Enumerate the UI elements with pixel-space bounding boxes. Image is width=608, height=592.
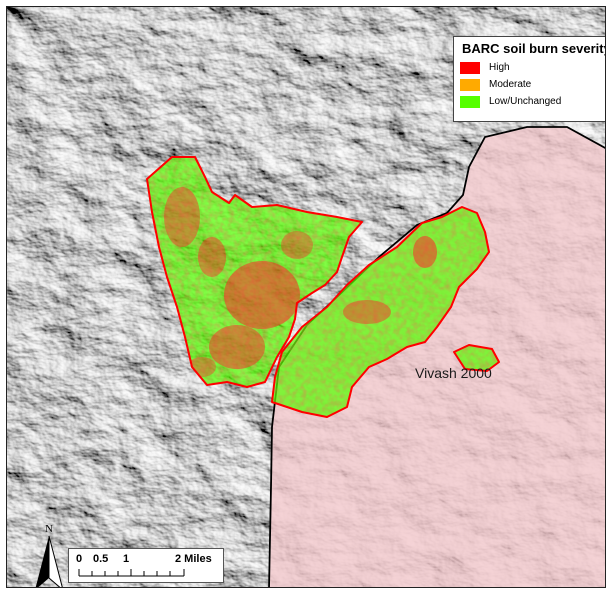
high-severity-patch: [198, 237, 226, 277]
high-severity-patch: [164, 187, 200, 247]
scale-label-2-miles: 2 Miles: [175, 553, 212, 565]
scale-label-0: 0: [76, 553, 83, 565]
high-severity-patch: [281, 231, 313, 259]
legend-swatch-low: [460, 95, 480, 108]
high-severity-patch: [343, 300, 391, 324]
high-severity-patch: [224, 261, 300, 329]
map-frame: BARC soil burn severity High Moderate Lo…: [6, 6, 606, 588]
high-severity-patch: [413, 236, 437, 268]
legend-label-moderate: Moderate: [489, 79, 532, 90]
legend-item-moderate: Moderate: [460, 76, 604, 93]
map-legend: BARC soil burn severity High Moderate Lo…: [453, 36, 606, 122]
north-label: N: [45, 523, 53, 535]
high-severity-patch: [209, 325, 265, 369]
prior-fire-label: Vivash 2000: [415, 365, 492, 381]
scale-bar: 0 0.5 1 2 Miles: [68, 548, 224, 583]
scale-label-0-5: 0.5: [93, 553, 109, 565]
burn-perimeter: [146, 156, 500, 418]
north-arrow-icon: N: [35, 523, 63, 587]
legend-swatch-moderate: [460, 78, 480, 91]
legend-label-high: High: [489, 62, 510, 73]
scale-label-1: 1: [123, 553, 130, 565]
scale-ticks: [78, 569, 185, 577]
legend-title: BARC soil burn severity: [462, 41, 606, 56]
legend-label-low: Low/Unchanged: [489, 96, 562, 107]
legend-item-high: High: [460, 59, 604, 76]
legend-swatch-high: [460, 61, 480, 74]
legend-item-low: Low/Unchanged: [460, 93, 604, 110]
